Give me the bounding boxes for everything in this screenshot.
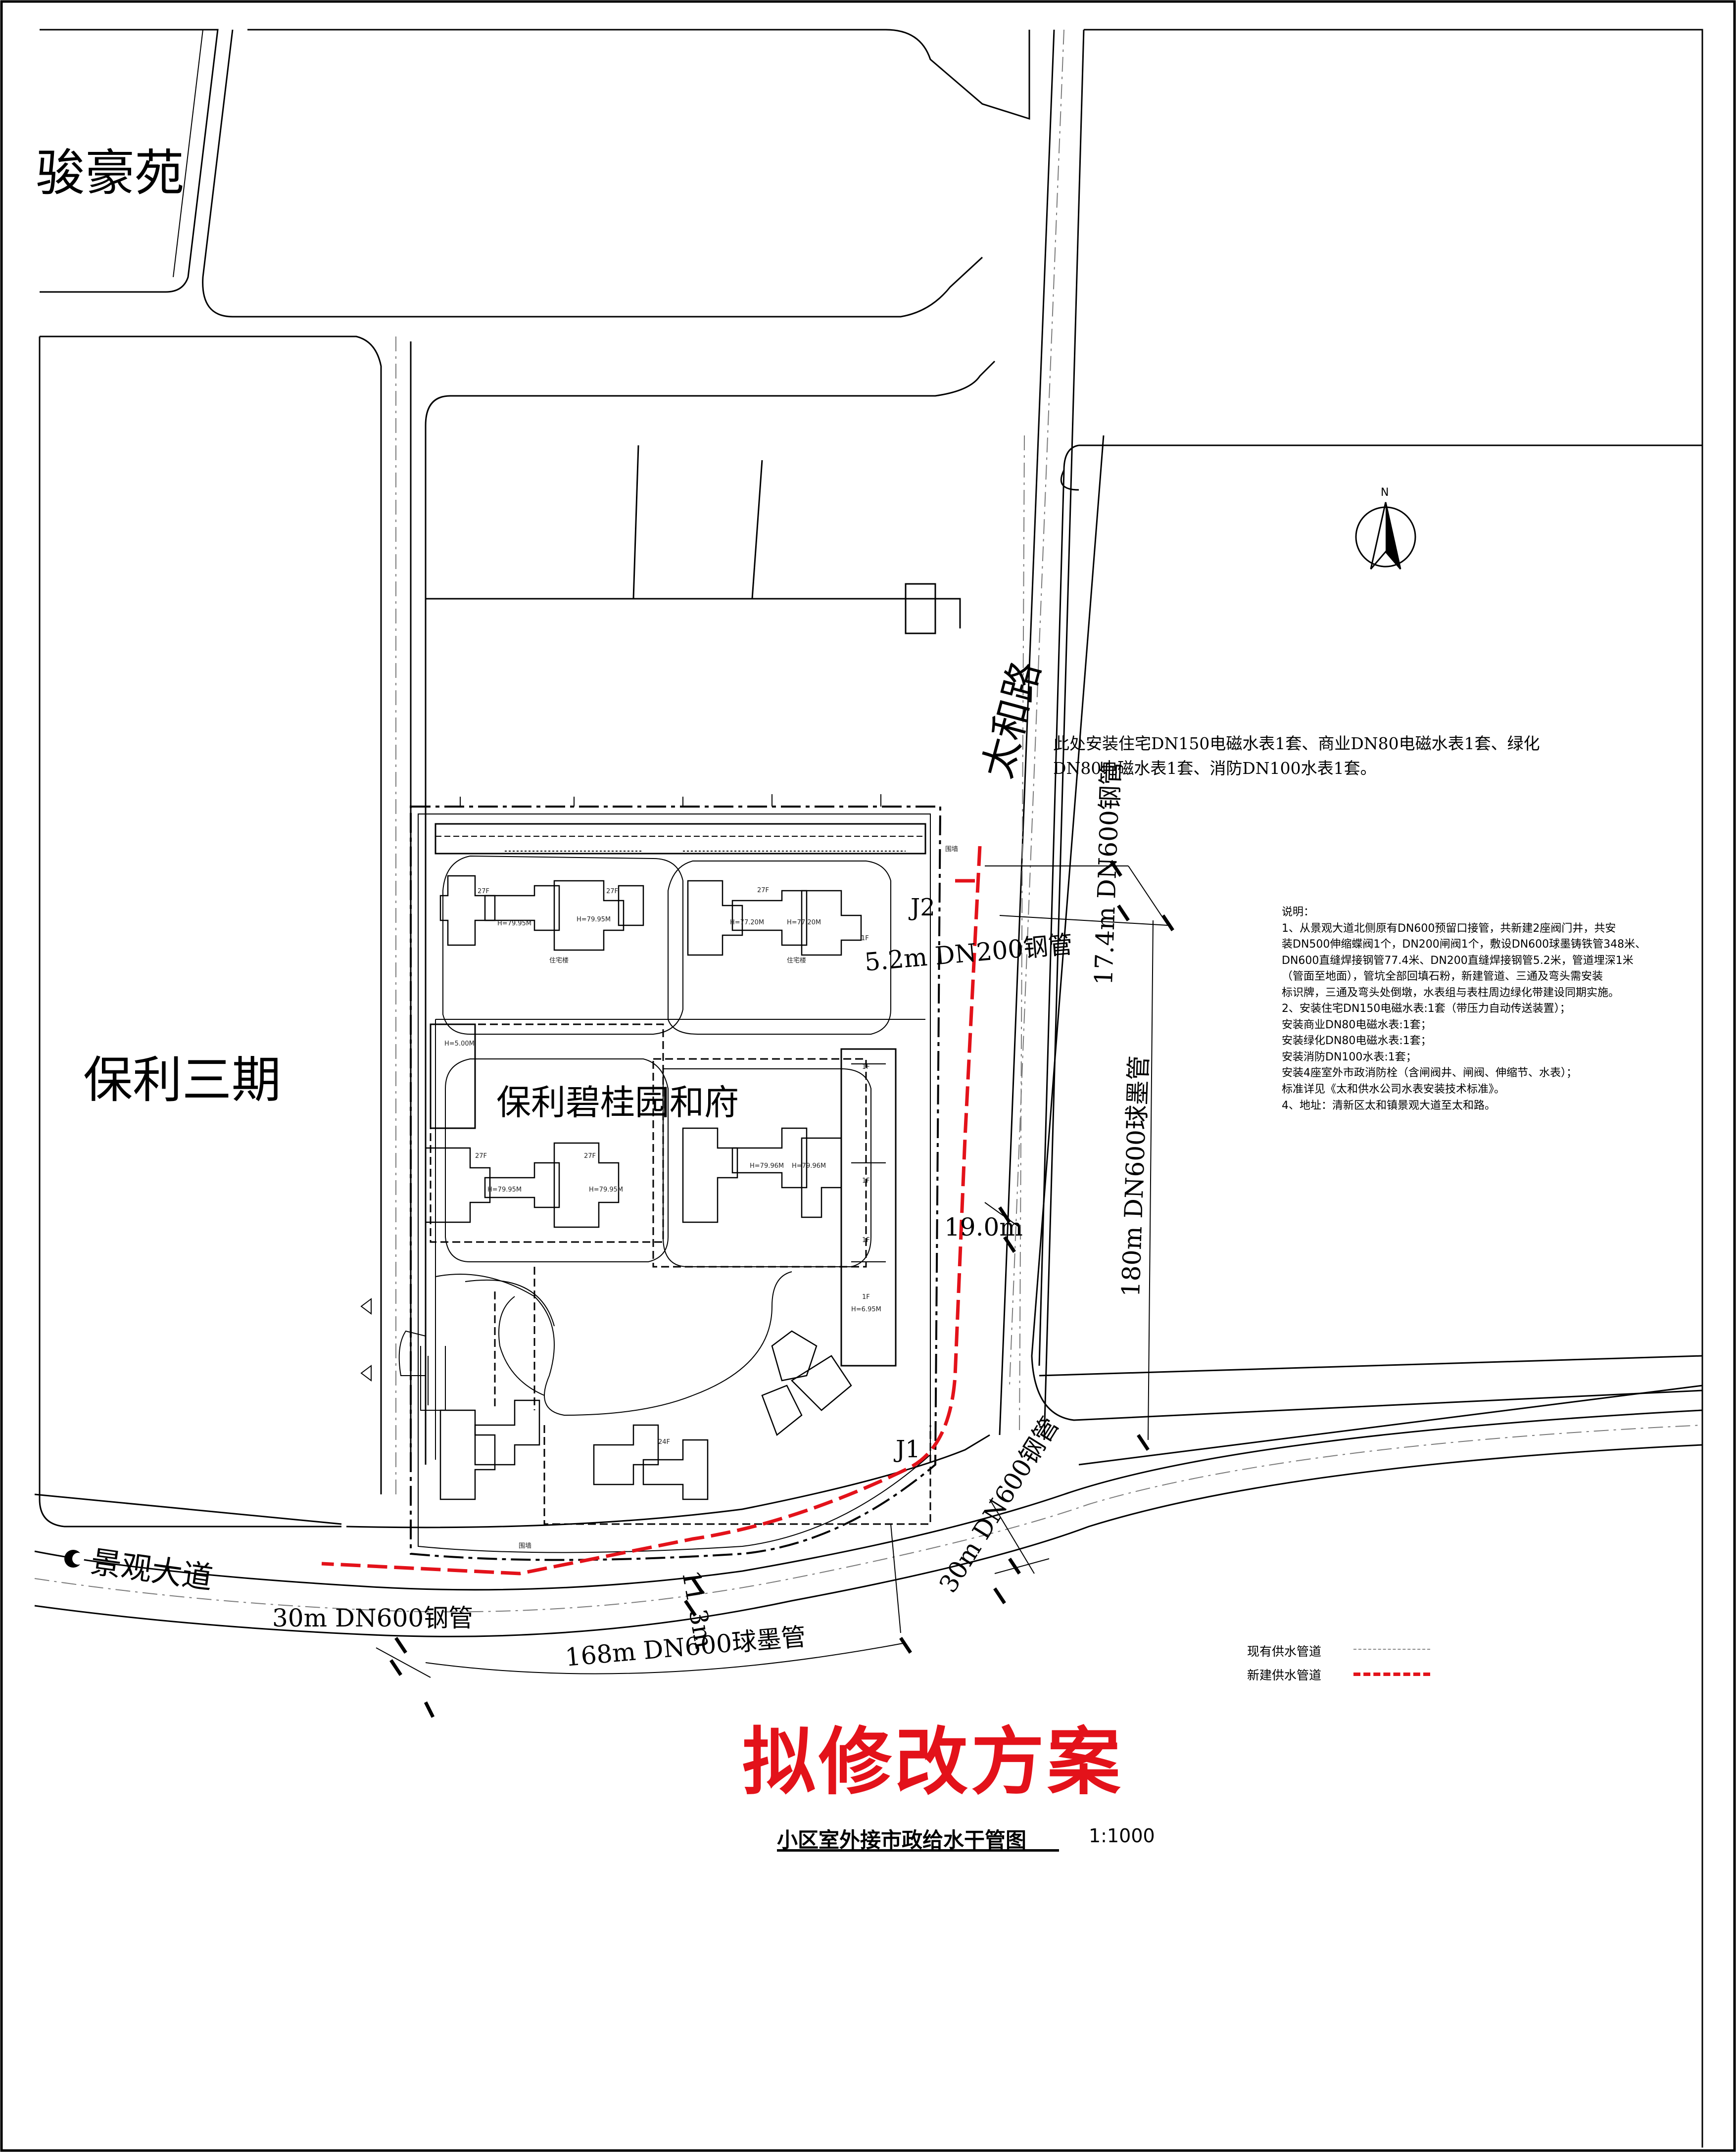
legend-existing-line — [1353, 1649, 1430, 1650]
notes-line: 4、地址：清新区太和镇景观大道至太和路。 — [1282, 1099, 1495, 1112]
pipe-legend: 现有供水管道 新建供水管道 — [1247, 1642, 1430, 1689]
legend-existing: 现有供水管道 — [1247, 1642, 1430, 1666]
gate-label: 围墙 — [945, 846, 959, 853]
meter-install-callout: 此处安装住宅DN150电磁水表1套、商业DN80电磁水表1套、绿化 DN80电磁… — [1053, 731, 1540, 780]
bldg-floor-label: 1F — [862, 1177, 870, 1185]
legend-new: 新建供水管道 — [1247, 1666, 1430, 1689]
road-network — [34, 29, 1703, 2148]
north-arrow-icon — [1355, 502, 1416, 570]
project-site — [398, 806, 942, 1561]
dim-19m: 19.0m — [944, 1213, 1023, 1242]
bldg-floor-label: 1F — [862, 1237, 870, 1244]
design-notes: 说明： 1、从景观大道北侧原有DN600预留口接管，共新建2座阀门井，共安 装D… — [1282, 905, 1697, 1114]
legend-new-label: 新建供水管道 — [1247, 1668, 1322, 1682]
notes-line: 安装4座室外市政消防栓（含闸阀井、闸阀、伸缩节、水表）； — [1282, 1067, 1577, 1080]
bldg-floor-label: 27F — [584, 1152, 596, 1160]
notes-line: DN600直缝焊接钢管77.4米、DN200直缝焊接钢管5.2米，管道埋深1米 — [1282, 954, 1634, 967]
junction-j2: J2 — [911, 894, 935, 921]
label-junhaoyuan: 骏豪苑 — [36, 144, 184, 202]
notes-line: 装DN500伸缩蝶阀1个，DN200闸阀1个，敷设DN600球墨铸铁管348米、 — [1282, 938, 1646, 951]
dimension-ticks — [389, 860, 1174, 1718]
new-water-pipe — [321, 846, 982, 1576]
legend-new-line — [1353, 1673, 1430, 1676]
bldg-floor-label: 27F — [475, 1152, 487, 1160]
bldg-floor-label: 1F — [861, 935, 869, 942]
callout-line-2: DN80电磁水表1套、消防DN100水表1套。 — [1053, 758, 1377, 778]
boundary-markers — [360, 794, 881, 1382]
notes-line: （管面至地面），管坑全部回填石粉，新建管道、三通及弯头需安装 — [1282, 970, 1603, 983]
bldg-height-label: H=77.20M — [730, 919, 765, 926]
notes-line: 2、安装住宅DN150电磁水表:1套（带压力自动传送装置）； — [1282, 1003, 1571, 1015]
bldg-height-label: H=79.95M — [497, 920, 532, 927]
north-arrow-label: N — [1381, 486, 1389, 499]
bldg-height-label: H=79.96M — [792, 1162, 826, 1170]
dimension-lines — [376, 865, 1168, 1678]
notes-line: 安装绿化DN80电磁水表:1套； — [1282, 1035, 1432, 1048]
label-baoli-phase3: 保利三期 — [83, 1051, 281, 1109]
proposal-title: 拟修改方案 — [742, 1720, 1123, 1805]
label-project-name: 保利碧桂园和府 — [496, 1082, 739, 1123]
bldg-floor-label: 27F — [757, 887, 770, 894]
callout-line-1: 此处安装住宅DN150电磁水表1套、商业DN80电磁水表1套、绿化 — [1053, 734, 1540, 753]
residential-towers — [425, 875, 862, 1500]
notes-line: 安装消防DN100水表:1套； — [1282, 1051, 1417, 1063]
bldg-floor-label: 27F — [606, 888, 619, 895]
house-label: 住宅楼 — [787, 957, 807, 964]
house-label: 住宅楼 — [549, 957, 569, 964]
bldg-height-label: H=79.96M — [750, 1162, 784, 1170]
notes-heading: 说明： — [1282, 906, 1315, 918]
bldg-height-label: H=5.00M — [444, 1040, 475, 1048]
bldg-floor-label: 24F — [658, 1438, 671, 1446]
gate-label: 围墙 — [519, 1542, 532, 1550]
junction-j1: J1 — [896, 1435, 920, 1463]
drawing-scale: 1:1000 — [1089, 1825, 1155, 1847]
bldg-height-label: H=6.95M — [851, 1306, 881, 1313]
bldg-height-label: H=77.20M — [787, 919, 821, 926]
notes-line: 1、从景观大道北侧原有DN600预留口接管，共新建2座阀门井，共安 — [1282, 922, 1616, 935]
bldg-height-label: H=79.95M — [589, 1186, 624, 1194]
bldg-height-label: H=79.95M — [487, 1186, 522, 1194]
bldg-floor-label: 27F — [478, 888, 490, 895]
title-underline — [777, 1849, 1059, 1852]
bldg-height-label: H=79.95M — [577, 916, 611, 923]
bldg-floor-label: 1F — [862, 1063, 870, 1071]
dim-dn600-steel-top: 17.4m DN600钢管 — [1089, 760, 1126, 986]
notes-line: 标准详见《太和供水公司水表安装技术标准》。 — [1282, 1083, 1505, 1096]
drawing-title: 小区室外接市政给水干管图 — [777, 1828, 1027, 1852]
road-centerlines — [34, 29, 1703, 1613]
dim-dn600-steel-west: 30m DN600钢管 — [272, 1604, 474, 1632]
bldg-floor-label: 1F — [862, 1293, 870, 1301]
legend-existing-label: 现有供水管道 — [1247, 1644, 1322, 1659]
notes-line: 标识牌，三通及弯头处倒墩，水表组与表柱周边绿化带建设同期实施。 — [1282, 986, 1620, 999]
notes-line: 安装商业DN80电磁水表:1套； — [1282, 1018, 1432, 1031]
